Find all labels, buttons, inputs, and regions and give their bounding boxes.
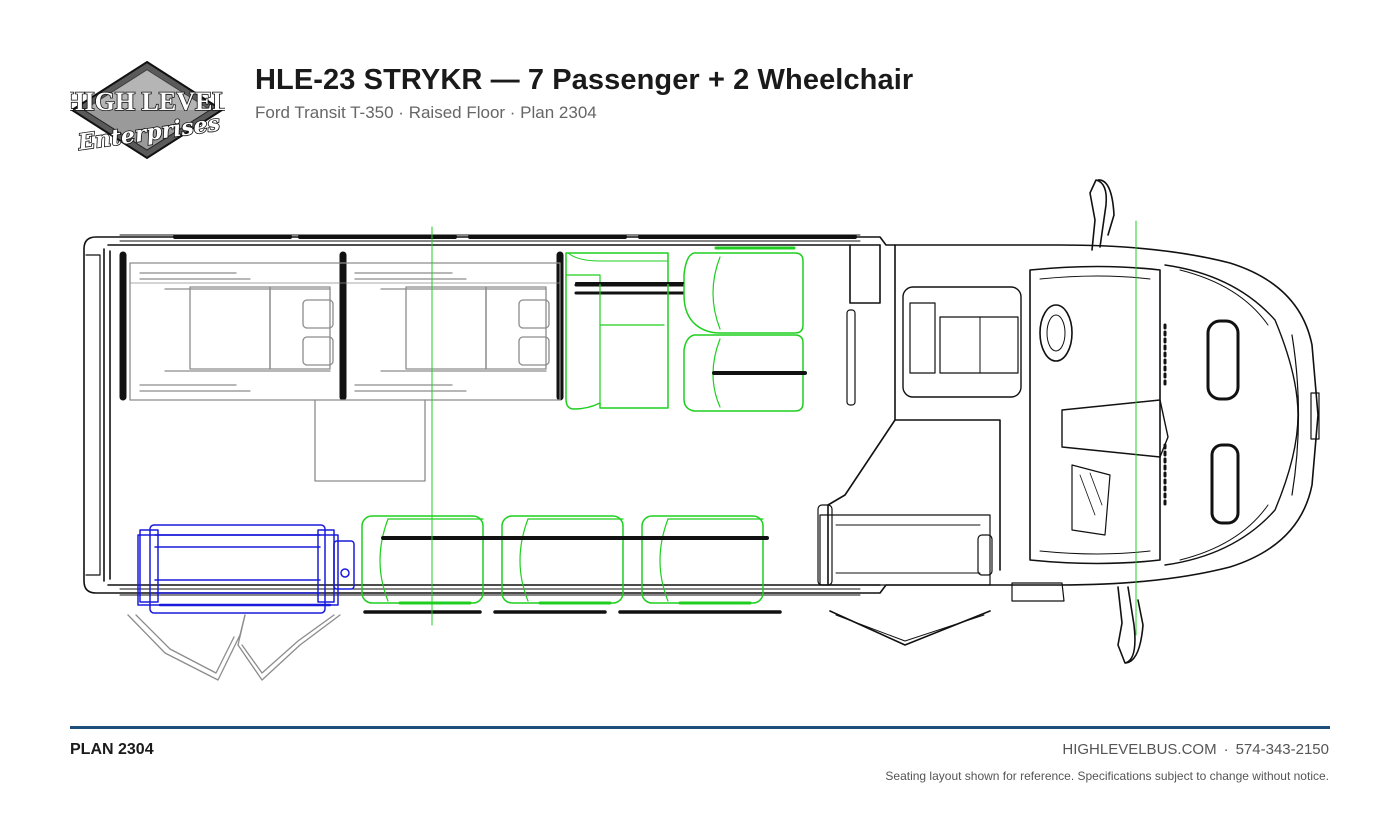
seat-tracks	[381, 282, 807, 540]
seat-row-2-curbside	[683, 246, 804, 412]
website-link[interactable]: HIGHLEVELBUS.COM	[1062, 741, 1217, 758]
wheelchair-positions	[127, 262, 561, 681]
wheelchair-1	[139, 272, 334, 392]
wheelchair-lift	[137, 524, 355, 614]
wheelchair-2	[354, 272, 550, 392]
phone-number[interactable]: 574-343-2150	[1235, 741, 1329, 758]
company-logo: HIGH LEVEL Enterprises	[63, 60, 231, 160]
floor-plan	[0, 175, 1400, 695]
logo-wordmark: HIGH LEVEL	[70, 87, 225, 116]
footer-plan-label: PLAN 2304	[70, 741, 154, 758]
separator: ·	[1223, 741, 1229, 758]
page-title: HLE-23 STRYKR — 7 Passenger + 2 Wheelcha…	[255, 64, 914, 96]
footer-disclaimer: Seating layout shown for reference. Spec…	[885, 769, 1329, 783]
seat-row-5-streetside	[641, 515, 764, 605]
page-subtitle: Ford Transit T-350 · Raised Floor · Plan…	[255, 103, 597, 122]
seat-row-3-streetside	[361, 515, 484, 605]
seat-row-1-curbside	[565, 252, 669, 410]
footer-contact: HIGHLEVELBUS.COM · 574-343-2150	[1062, 741, 1329, 758]
seat-row-4-streetside	[501, 515, 624, 605]
footer-rule	[70, 726, 1330, 729]
passenger-seats	[361, 246, 804, 605]
axle-centerlines	[431, 220, 1137, 636]
